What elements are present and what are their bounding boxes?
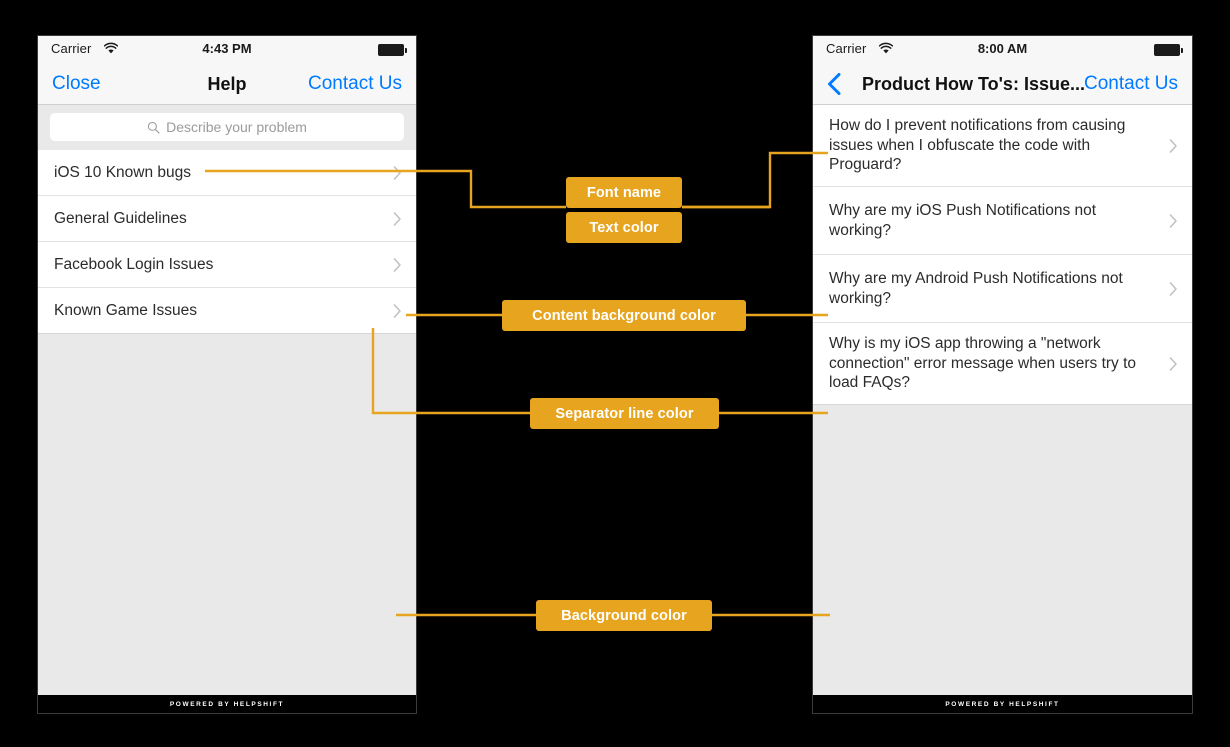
list-item-label: Known Game Issues xyxy=(54,301,198,319)
callout-label: Separator line color xyxy=(555,405,694,422)
list-item[interactable]: General Guidelines xyxy=(38,196,416,242)
chevron-right-icon xyxy=(393,165,402,180)
list-item[interactable]: Why are my Android Push Notifications no… xyxy=(813,255,1192,323)
list-item-label: Facebook Login Issues xyxy=(54,255,214,273)
carrier-label: Carrier xyxy=(51,41,92,56)
callout-label: Text color xyxy=(589,219,659,236)
phone-screenshot-left: Carrier 4:43 PM Close Help Contact Us xyxy=(38,36,416,713)
list-item[interactable]: Facebook Login Issues xyxy=(38,242,416,288)
callout-label: Font name xyxy=(586,184,662,201)
callout-font-name: Font name xyxy=(566,177,682,208)
contact-us-button[interactable]: Contact Us xyxy=(1084,73,1178,94)
navigation-bar: Product How To's: Issue... Contact Us xyxy=(813,64,1192,105)
chevron-right-icon xyxy=(1169,213,1178,228)
callout-content-background-color: Content background color xyxy=(502,300,746,331)
chevron-right-icon xyxy=(1169,138,1178,153)
list-item[interactable]: How do I prevent notifications from caus… xyxy=(813,105,1192,187)
status-time: 8:00 AM xyxy=(977,41,1028,56)
list-item-label: Why are my Android Push Notifications no… xyxy=(829,269,1123,307)
list-item-label: How do I prevent notifications from caus… xyxy=(829,116,1126,174)
callout-separator-line-color: Separator line color xyxy=(530,398,719,429)
chevron-right-icon xyxy=(1169,356,1178,371)
list-item[interactable]: Why are my iOS Push Notifications not wo… xyxy=(813,187,1192,255)
search-icon xyxy=(147,121,160,134)
callout-label: Background color xyxy=(561,607,687,624)
powered-by-label: POWERED BY HELPSHIFT xyxy=(169,701,285,708)
empty-background-area xyxy=(38,334,416,695)
page-title: Product How To's: Issue... xyxy=(862,74,1085,94)
chevron-right-icon xyxy=(1169,281,1178,296)
callout-background-color: Background color xyxy=(536,600,712,631)
powered-by-footer: POWERED BY HELPSHIFT xyxy=(813,695,1192,713)
chevron-right-icon xyxy=(393,257,402,272)
battery-full-icon xyxy=(1154,44,1183,56)
page-title: Help xyxy=(207,74,247,94)
powered-by-footer: POWERED BY HELPSHIFT xyxy=(38,695,416,713)
callout-text-color: Text color xyxy=(566,212,682,243)
phone-screenshot-right: Carrier 8:00 AM Product How To's: Issue.… xyxy=(813,36,1192,713)
close-button[interactable]: Close xyxy=(52,73,101,94)
status-bar: Carrier 4:43 PM xyxy=(38,36,416,64)
status-time: 4:43 PM xyxy=(202,41,252,56)
powered-by-label: POWERED BY HELPSHIFT xyxy=(945,701,1060,708)
chevron-right-icon xyxy=(393,211,402,226)
chevron-right-icon xyxy=(393,303,402,318)
search-input[interactable]: Describe your problem xyxy=(50,113,404,141)
search-placeholder: Describe your problem xyxy=(166,119,307,135)
status-bar: Carrier 8:00 AM xyxy=(813,36,1192,64)
contact-us-button[interactable]: Contact Us xyxy=(308,73,402,94)
list-item-label: iOS 10 Known bugs xyxy=(54,163,192,181)
empty-background-area xyxy=(813,405,1192,695)
list-item-label: General Guidelines xyxy=(54,209,187,227)
faq-question-list: How do I prevent notifications from caus… xyxy=(813,105,1192,405)
navigation-bar: Close Help Contact Us xyxy=(38,64,416,105)
list-item-label: Why are my iOS Push Notifications not wo… xyxy=(829,201,1097,239)
wifi-icon xyxy=(103,42,119,55)
wifi-icon xyxy=(878,42,894,55)
list-item[interactable]: iOS 10 Known bugs xyxy=(38,150,416,196)
list-item[interactable]: Why is my iOS app throwing a "network co… xyxy=(813,323,1192,405)
battery-full-icon xyxy=(378,44,407,56)
carrier-label: Carrier xyxy=(826,41,867,56)
search-bar-container: Describe your problem xyxy=(38,105,416,150)
faq-section-list: iOS 10 Known bugs General Guidelines Fac… xyxy=(38,150,416,334)
back-chevron-icon[interactable] xyxy=(827,73,841,95)
list-item[interactable]: Known Game Issues xyxy=(38,288,416,334)
list-item-label: Why is my iOS app throwing a "network co… xyxy=(829,334,1137,392)
callout-label: Content background color xyxy=(532,307,716,324)
